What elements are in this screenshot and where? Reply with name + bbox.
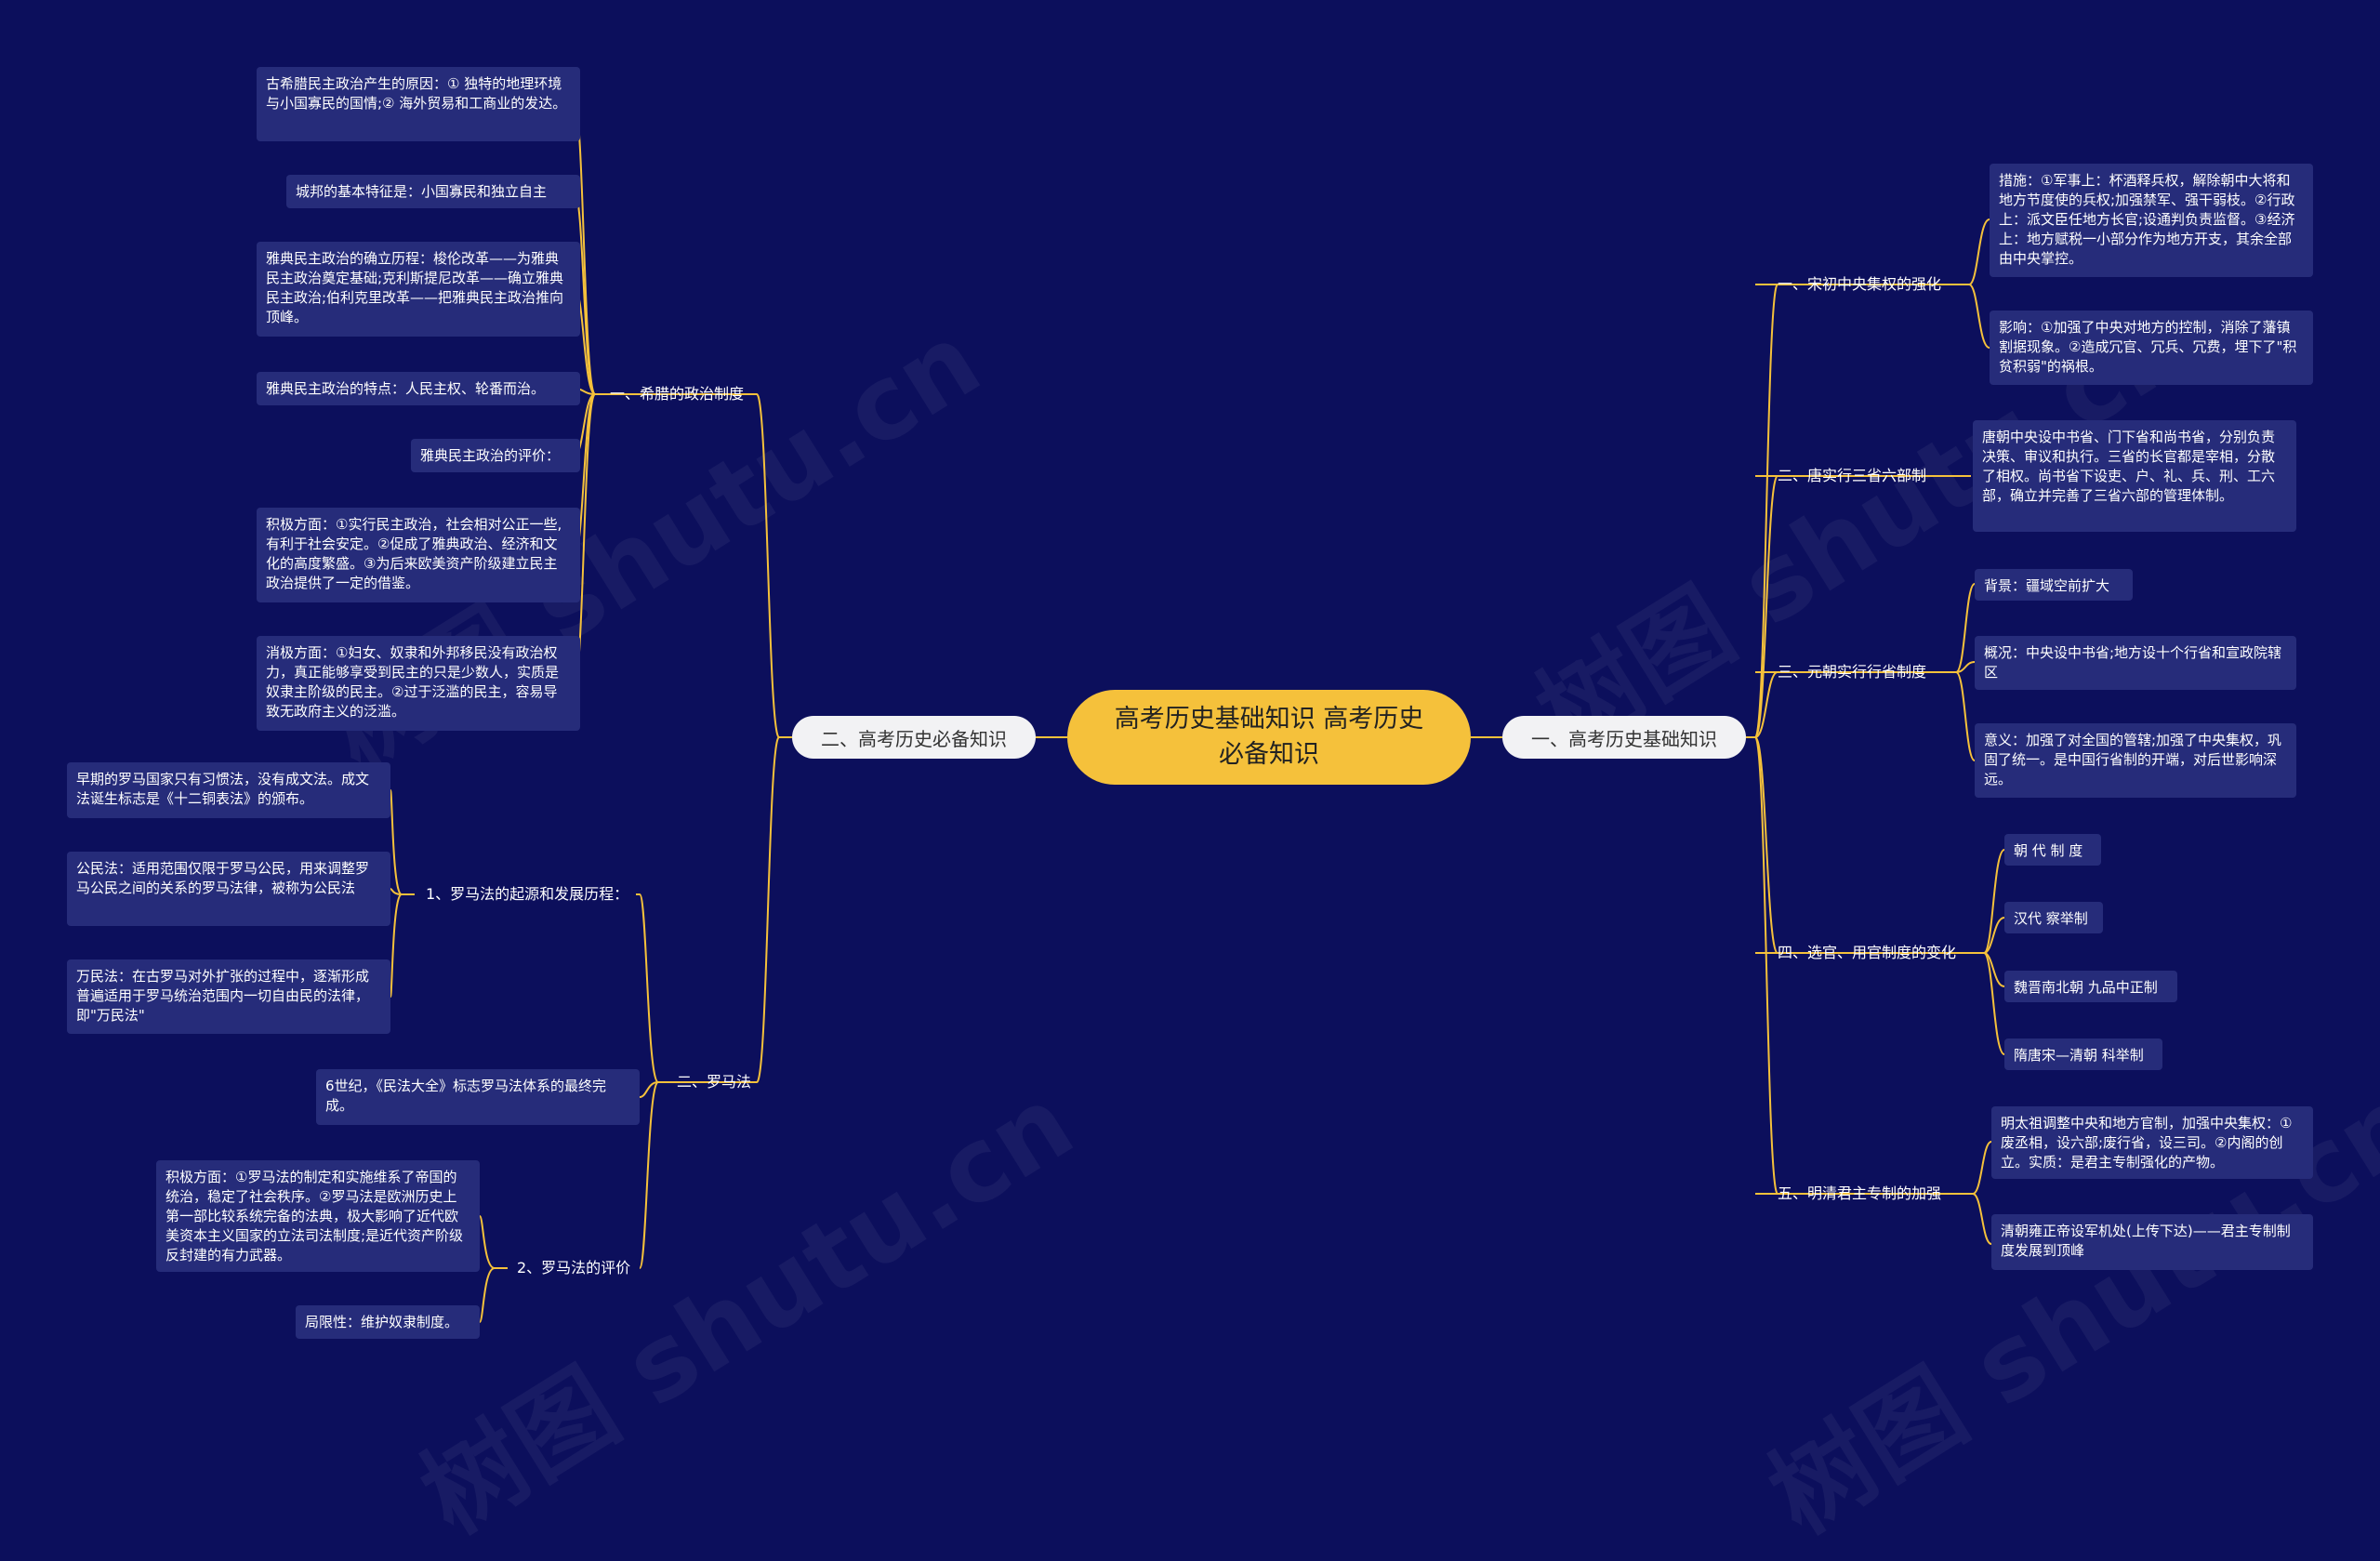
tang-system-leaf[interactable]: 唐朝中央设中书省、门下省和尚书省，分别负责决策、审议和执行。三省的长官都是宰相，… xyxy=(1973,420,2296,532)
yuan-province-label[interactable]: 三、元朝实行行省制度 xyxy=(1778,663,1927,681)
connector-line xyxy=(1941,583,1976,673)
yuan-background-leaf[interactable]: 背景：疆域空前扩大 xyxy=(1975,569,2133,601)
athens-establishment-leaf[interactable]: 雅典民主政治的确立历程：梭伦改革——为雅典民主政治奠定基础;克利斯提尼改革——确… xyxy=(257,242,580,337)
connector-line xyxy=(1983,952,2005,1055)
branch-basic-knowledge[interactable]: 一、高考历史基础知识 xyxy=(1502,716,1746,759)
connector-line xyxy=(479,1215,508,1269)
song-centralization-label[interactable]: 一、宋初中央集权的强化 xyxy=(1778,275,1942,293)
connector-line xyxy=(390,888,403,895)
sui-qing-system-leaf[interactable]: 隋唐宋—清朝 科举制 xyxy=(2004,1038,2162,1070)
song-impact-leaf[interactable]: 影响：①加强了中央对地方的控制，消除了藩镇割据现象。②造成冗官、冗兵、冗费，埋下… xyxy=(1990,311,2313,385)
connector-line xyxy=(1983,917,2005,954)
yuan-overview-leaf[interactable]: 概况：中央设中书省;地方设十个行省和宣政院辖区 xyxy=(1975,636,2296,690)
ming-qing-label[interactable]: 五、明清君主专制的加强 xyxy=(1778,1184,1942,1202)
athens-evaluation-leaf[interactable]: 雅典民主政治的评价： xyxy=(411,439,580,472)
qing-council-leaf[interactable]: 清朝雍正帝设军机处(上传下达)——君主专制制度发展到顶峰 xyxy=(1991,1214,2313,1270)
greece-politics-label[interactable]: 一、希腊的政治制度 xyxy=(610,385,745,403)
roman-law-origin-label[interactable]: 1、罗马法的起源和发展历程： xyxy=(426,885,629,903)
ming-reform-leaf[interactable]: 明太祖调整中央和地方官制，加强中央集权：①废丞相，设六部;废行省，设三司。②内阁… xyxy=(1991,1106,2313,1179)
connector-line xyxy=(1754,736,1778,1195)
city-state-leaf[interactable]: 城邦的基本特征是：小国寡民和独立自主 xyxy=(286,175,580,208)
connector-line xyxy=(639,1081,659,1269)
connector-line xyxy=(479,1267,496,1323)
connector-line xyxy=(390,893,403,998)
connector-line xyxy=(671,736,780,1083)
yuan-significance-leaf[interactable]: 意义：加强了对全国的管辖;加强了中央集权，巩固了统一。是中国行省制的开端，对后世… xyxy=(1975,723,2296,798)
connector-line xyxy=(1968,284,1990,349)
roman-law-label[interactable]: 二、罗马法 xyxy=(677,1073,752,1091)
connector-line xyxy=(1956,218,1990,285)
connector-line xyxy=(1958,1141,1992,1195)
roman-law-evaluation-label[interactable]: 2、罗马法的评价 xyxy=(517,1259,631,1277)
corpus-juris-leaf[interactable]: 6世纪，《民法大全》标志罗马法体系的最终完成。 xyxy=(316,1069,640,1125)
roman-law-positive-leaf[interactable]: 积极方面：①罗马法的制定和实施维系了帝国的统治，稳定了社会秩序。②罗马法是欧洲历… xyxy=(156,1160,480,1272)
official-selection-label[interactable]: 四、选官、用官制度的变化 xyxy=(1778,944,1957,961)
tang-system-label[interactable]: 二、唐实行三省六部制 xyxy=(1778,467,1927,484)
connector-line xyxy=(390,789,415,895)
han-system-leaf[interactable]: 汉代 察举制 xyxy=(2004,902,2103,933)
connector-line xyxy=(636,893,671,1083)
wei-jin-system-leaf[interactable]: 魏晋南北朝 九品中正制 xyxy=(2004,971,2177,1002)
connector-line xyxy=(1955,661,1976,673)
branch-essential-knowledge[interactable]: 二、高考历史必备知识 xyxy=(792,716,1036,759)
mind-map-canvas: 树图 shutu.cn 树图 shutu.cn 树图 shutu.cn 树图 s… xyxy=(67,67,2380,1556)
athens-features-leaf[interactable]: 雅典民主政治的特点：人民主权、轮番而治。 xyxy=(257,372,580,405)
connector-line xyxy=(606,393,780,738)
dynasty-system-header-leaf[interactable]: 朝 代 制 度 xyxy=(2004,834,2101,866)
early-roman-law-leaf[interactable]: 早期的罗马国家只有习惯法，没有成文法。成文法诞生标志是《十二铜表法》的颁布。 xyxy=(67,762,390,818)
athens-positive-leaf[interactable]: 积极方面：①实行民主政治，社会相对公正一些,有利于社会安定。②促成了雅典政治、经… xyxy=(257,508,580,602)
connector-line xyxy=(1973,849,2005,954)
roman-law-limitation-leaf[interactable]: 局限性：维护奴隶制度。 xyxy=(296,1305,480,1339)
athens-negative-leaf[interactable]: 消极方面：①妇女、奴隶和外邦移民没有政治权力，真正能够享受到民主的只是少数人，实… xyxy=(257,636,580,731)
connector-line xyxy=(1972,1193,1992,1245)
root-node[interactable]: 高考历史基础知识 高考历史必备知识 xyxy=(1067,690,1471,785)
connector-line xyxy=(1754,736,1778,954)
connector-line xyxy=(1754,475,1778,738)
connector-line xyxy=(1754,284,1778,738)
connector-line xyxy=(639,1081,659,1098)
civil-law-leaf[interactable]: 公民法：适用范围仅限于罗马公民，用来调整罗马公民之间的关系的罗马法律，被称为公民… xyxy=(67,852,390,926)
song-measures-leaf[interactable]: 措施：①军事上：杯酒释兵权，解除朝中大将和地方节度使的兵权;加强禁军、强干弱枝。… xyxy=(1990,164,2313,277)
connector-line xyxy=(1955,671,1976,761)
connector-line xyxy=(1754,671,1778,738)
greece-origin-leaf[interactable]: 古希腊民主政治产生的原因：① 独特的地理环境与小国寡民的国情;② 海外贸易和工商… xyxy=(257,67,580,141)
law-of-nations-leaf[interactable]: 万民法：在古罗马对外扩张的过程中，逐渐形成普遍适用于罗马统治范围内一切自由民的法… xyxy=(67,959,390,1034)
